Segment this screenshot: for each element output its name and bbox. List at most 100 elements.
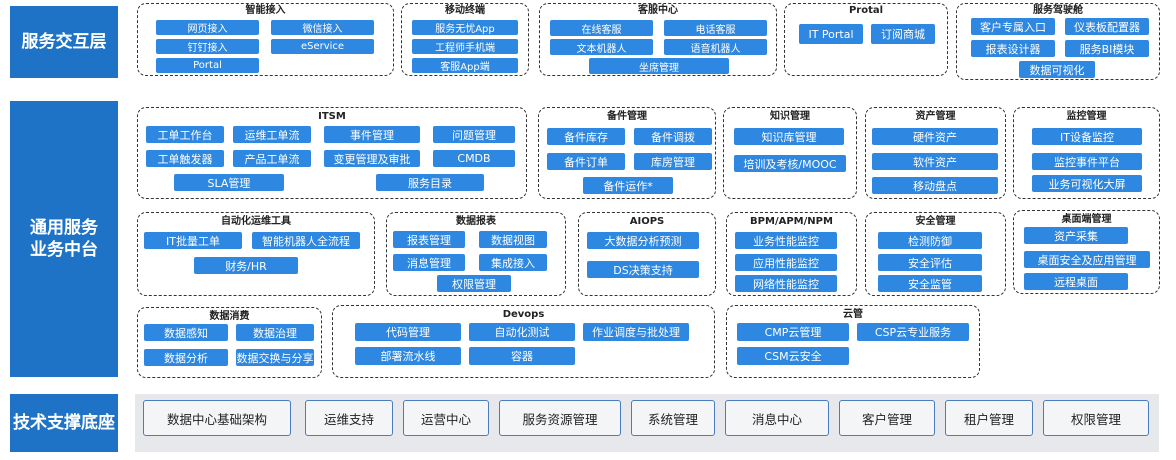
box: 资产采集 bbox=[1024, 227, 1128, 244]
box: CSM云安全 bbox=[737, 347, 849, 365]
box: 变更管理及审批 bbox=[324, 150, 420, 167]
tech-item: 运维支持 bbox=[305, 400, 393, 436]
box: 容器 bbox=[469, 347, 575, 365]
box: 工单工作台 bbox=[146, 126, 224, 143]
box: IT Portal bbox=[799, 24, 863, 44]
box: 自动化测试 bbox=[469, 323, 575, 341]
group-title: 数据消费 bbox=[209, 311, 250, 322]
box: 服务无忧App bbox=[412, 20, 518, 35]
box: 硬件资产 bbox=[872, 128, 998, 145]
box: 数据感知 bbox=[144, 324, 228, 341]
box: 仪表板配置器 bbox=[1065, 18, 1149, 35]
tech-item: 租户管理 bbox=[945, 400, 1033, 436]
box: 坐席管理 bbox=[589, 58, 729, 74]
tech-item: 数据中心基础架构 bbox=[143, 400, 291, 436]
tech-item: 运营中心 bbox=[403, 400, 489, 436]
group-title: 云管 bbox=[843, 309, 863, 320]
layer-tech: 技术支撑底座 bbox=[10, 394, 118, 452]
box: 备件订单 bbox=[547, 153, 625, 170]
group-title: BPM/APM/NPM bbox=[750, 216, 833, 227]
group-title: 资产管理 bbox=[915, 111, 956, 122]
box: 安全评估 bbox=[878, 254, 982, 271]
box: 备件调拨 bbox=[634, 128, 712, 145]
box: 网络性能监控 bbox=[735, 275, 837, 292]
box: 文本机器人 bbox=[550, 39, 653, 55]
box: 培训及考核/MOOC bbox=[734, 155, 846, 172]
box: Portal bbox=[156, 58, 259, 73]
box: CMP云管理 bbox=[737, 323, 849, 341]
box: 运维工单流 bbox=[233, 126, 311, 143]
box: 监控事件平台 bbox=[1032, 153, 1142, 170]
box: 安全监管 bbox=[878, 275, 982, 292]
tech-item: 客户管理 bbox=[839, 400, 935, 436]
group-title: 智能接入 bbox=[245, 5, 286, 16]
box: 数据视图 bbox=[479, 231, 547, 248]
box: 财务/HR bbox=[194, 257, 298, 274]
group-monitor: 监控管理 IT设备监控 监控事件平台 业务可视化大屏 bbox=[1013, 107, 1160, 199]
box: 库房管理 bbox=[634, 153, 712, 170]
group-title: Protal bbox=[848, 5, 884, 16]
box: 知识库管理 bbox=[734, 128, 844, 145]
box: 电话客服 bbox=[664, 20, 767, 36]
box: 网页接入 bbox=[156, 20, 259, 35]
box: 大数据分析预测 bbox=[587, 232, 699, 249]
group-security: 安全管理 检测防御 安全评估 安全监管 bbox=[865, 212, 1006, 296]
box: eService bbox=[271, 39, 374, 54]
box: 代码管理 bbox=[355, 323, 461, 341]
box: 部署流水线 bbox=[355, 347, 461, 365]
group-cloud: 云管 CMP云管理 CSP云专业服务 CSM云安全 bbox=[726, 305, 980, 378]
group-spare: 备件管理 备件库存 备件调拨 备件订单 库房管理 备件运作* bbox=[538, 107, 716, 199]
box: 语音机器人 bbox=[664, 39, 767, 55]
box: 产品工单流 bbox=[233, 150, 311, 167]
box: CMDB bbox=[433, 150, 515, 167]
box: IT批量工单 bbox=[144, 232, 242, 249]
box: 报表管理 bbox=[393, 231, 465, 248]
tech-item: 权限管理 bbox=[1043, 400, 1149, 436]
box: 集成接入 bbox=[479, 254, 547, 271]
group-title: 服务驾驶舱 bbox=[1033, 5, 1083, 16]
box: 服务BI模块 bbox=[1065, 40, 1149, 57]
group-title: 安全管理 bbox=[915, 216, 956, 227]
box: 工程师手机端 bbox=[412, 39, 518, 54]
box: 桌面安全及应用管理 bbox=[1024, 251, 1150, 268]
box: 业务可视化大屏 bbox=[1032, 175, 1142, 192]
box: 应用性能监控 bbox=[735, 254, 837, 271]
group-title: Devops bbox=[502, 309, 545, 320]
group-cockpit: 服务驾驶舱 客户专属入口 仪表板配置器 报表设计器 服务BI模块 数据可视化 bbox=[956, 3, 1160, 80]
box: 客户专属入口 bbox=[971, 18, 1055, 35]
group-title: 知识管理 bbox=[770, 111, 810, 122]
group-auto-ops: 自动化运维工具 IT批量工单 智能机器人全流程 财务/HR bbox=[137, 212, 375, 296]
box: 问题管理 bbox=[433, 126, 515, 143]
group-consume: 数据消费 数据感知 数据治理 数据分析 数据交换与分享 bbox=[137, 307, 322, 378]
box: 数据交换与分享 bbox=[236, 349, 314, 366]
group-title: 移动终端 bbox=[445, 5, 485, 16]
box: 客服App端 bbox=[412, 58, 518, 73]
layer-middle: 通用服务 业务中台 bbox=[10, 101, 118, 377]
box: 事件管理 bbox=[324, 126, 420, 143]
box: IT设备监控 bbox=[1032, 128, 1142, 145]
box: 订阅商城 bbox=[871, 24, 935, 44]
box: 软件资产 bbox=[872, 153, 998, 170]
group-title: 客服中心 bbox=[638, 5, 678, 16]
group-title: 监控管理 bbox=[1066, 111, 1107, 122]
box: 数据分析 bbox=[144, 349, 228, 366]
box: CSP云专业服务 bbox=[857, 323, 969, 341]
box: 备件库存 bbox=[547, 128, 625, 145]
group-devops: Devops 代码管理 自动化测试 作业调度与批处理 部署流水线 容器 bbox=[332, 305, 715, 378]
box: 智能机器人全流程 bbox=[252, 232, 360, 249]
group-bpm: BPM/APM/NPM 业务性能监控 应用性能监控 网络性能监控 bbox=[726, 212, 857, 296]
group-report: 数据报表 报表管理 数据视图 消息管理 集成接入 权限管理 bbox=[386, 212, 566, 296]
box: 微信接入 bbox=[271, 20, 374, 35]
group-portal: Protal IT Portal 订阅商城 bbox=[784, 3, 948, 76]
box: 检测防御 bbox=[878, 232, 982, 249]
tech-item: 系统管理 bbox=[631, 400, 715, 436]
group-mobile: 移动终端 服务无忧App 工程师手机端 客服App端 bbox=[401, 3, 529, 76]
group-title: ITSM bbox=[318, 111, 346, 122]
group-itsm: ITSM 工单工作台 运维工单流 事件管理 问题管理 工单触发器 产品工单流 变… bbox=[137, 107, 527, 199]
group-cs-center: 客服中心 在线客服 电话客服 文本机器人 语音机器人 坐席管理 bbox=[539, 3, 777, 76]
box: 权限管理 bbox=[437, 275, 511, 292]
box: 工单触发器 bbox=[146, 150, 224, 167]
box: DS决策支持 bbox=[587, 261, 699, 278]
box: 备件运作* bbox=[583, 177, 673, 194]
group-title: 数据报表 bbox=[456, 216, 496, 227]
